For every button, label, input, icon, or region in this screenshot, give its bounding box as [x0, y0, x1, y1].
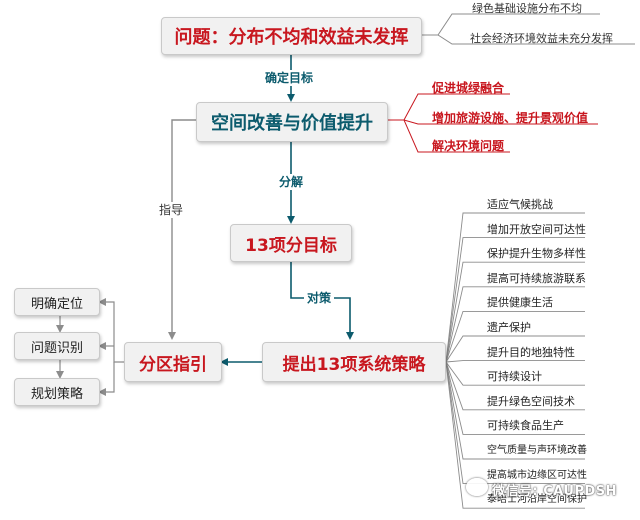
strategy-item: 空气质量与声环境改善	[487, 445, 587, 456]
zoning-step-lines	[56, 298, 124, 396]
strategy-connector	[445, 286, 585, 363]
edge-label-decompose: 分解	[276, 174, 307, 190]
strategy-item: 增加开放空间可达性	[487, 222, 586, 236]
zoning-node: 分区指引	[124, 342, 222, 382]
strategy-item: 适应气候挑战	[487, 198, 553, 211]
zoning-step-strategy: 规划策略	[14, 378, 100, 406]
strategy-connector	[445, 361, 585, 509]
strategy-connector	[445, 361, 585, 386]
strategy-connector	[445, 261, 585, 363]
strategy-item: 提升绿色空间技术	[487, 394, 575, 408]
watermark: 微信号: CAUPDSH	[492, 484, 618, 499]
strategy-item: 提升目的地独特性	[487, 345, 575, 359]
problem-node: 问题：分布不均和效益未发挥	[161, 17, 422, 55]
value-branch-integration: 促进城绿融合	[432, 81, 505, 95]
value-branch-tourism: 增加旅游设施、提升景观价值	[432, 111, 589, 125]
zoning-step-positioning: 明确定位	[14, 288, 100, 316]
edge-label-respond: 对策	[304, 290, 335, 306]
strategy-connector	[445, 361, 585, 411]
space-value-node: 空间改善与价值提升	[196, 102, 388, 142]
strategy-item: 提供健康生活	[487, 296, 553, 310]
value-branch-lines	[388, 93, 598, 153]
strategy-item: 泰晤士河沿岸空间保护	[487, 494, 587, 506]
strategy-connector	[445, 237, 585, 363]
strategies-node: 提出13项系统策略	[262, 342, 446, 382]
strategy-connector	[445, 361, 585, 460]
strategy-item: 遗产保护	[487, 321, 531, 334]
problem-branch-uneven: 绿色基础设施分布不均	[472, 2, 582, 15]
strategy-connector	[445, 310, 585, 363]
edge-label-define-goal: 确定目标	[262, 70, 317, 86]
strategy-item: 提高可持续旅游联系	[487, 271, 586, 285]
strategy-item: 可持续食品生产	[487, 419, 564, 433]
strategy-item: 提高城市边缘区可达性	[487, 469, 587, 481]
goals-node: 13项分目标	[230, 224, 352, 262]
problem-branch-benefits: 社会经济环境效益未充分发挥	[470, 32, 613, 45]
strategy-connector	[445, 335, 585, 363]
strategy-connector	[445, 212, 585, 363]
zoning-step-issues: 问题识别	[14, 332, 100, 360]
strategy-connector	[445, 360, 585, 363]
strategy-item: 可持续设计	[487, 370, 542, 384]
strategy-connector	[445, 361, 585, 435]
problem-branch-lines	[422, 13, 635, 45]
guide-arrow	[168, 119, 196, 340]
strategy-item: 保护提升生物多样性	[487, 247, 586, 261]
wechat-icon	[466, 478, 488, 496]
edge-label-guide: 指导	[156, 202, 187, 218]
value-branch-environment: 解决环境问题	[432, 139, 505, 153]
